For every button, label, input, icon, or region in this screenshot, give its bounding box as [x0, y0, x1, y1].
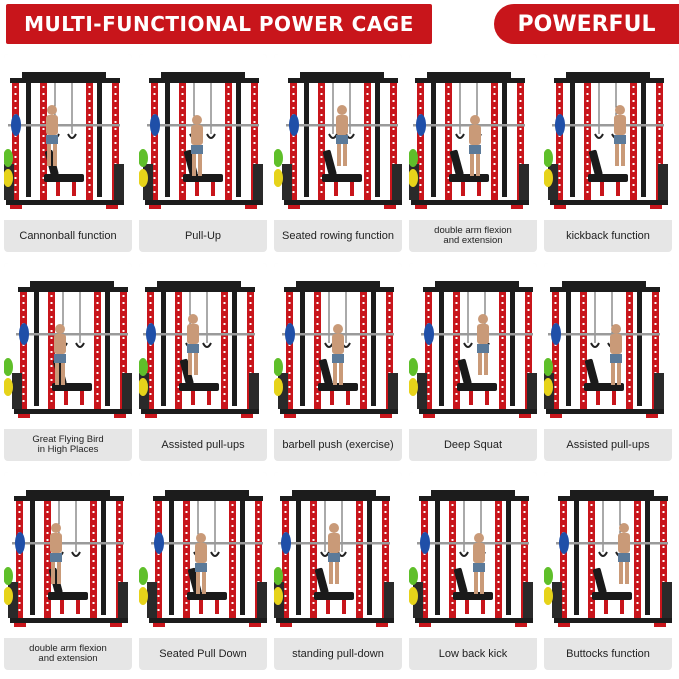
exercise-card: Assisted pull-ups	[544, 263, 672, 461]
exercise-grid: Cannonball function Pull-Up Seated rowin…	[4, 54, 676, 675]
power-cage-photo	[139, 472, 267, 638]
exercise-card: Buttocks function	[544, 472, 672, 670]
exercise-caption: Seated Pull Down	[139, 638, 267, 670]
exercise-caption: Buttocks function	[544, 638, 672, 670]
exercise-card: Seated Pull Down	[139, 472, 267, 670]
power-cage-photo	[274, 54, 402, 220]
exercise-caption: Assisted pull-ups	[139, 429, 267, 461]
power-cage-photo	[4, 54, 132, 220]
exercise-caption: Seated rowing function	[274, 220, 402, 252]
exercise-caption: Assisted pull-ups	[544, 429, 672, 461]
power-cage-illustration	[4, 281, 132, 418]
title-banner: MULTI-FUNCTIONAL POWER CAGE	[6, 4, 432, 44]
power-cage-photo	[544, 54, 672, 220]
power-cage-illustration	[274, 72, 402, 209]
power-cage-photo	[274, 472, 402, 638]
power-cage-photo	[409, 472, 537, 638]
powerful-badge: POWERFUL	[494, 4, 679, 44]
power-cage-photo	[4, 472, 132, 638]
exercise-caption: double arm flexion and extension	[4, 638, 132, 670]
exercise-card: double arm flexion and extension	[4, 472, 132, 670]
exercise-card: kickback function	[544, 54, 672, 252]
exercise-caption: Low back kick	[409, 638, 537, 670]
power-cage-illustration	[139, 281, 259, 418]
power-cage-photo	[139, 263, 267, 429]
power-cage-photo	[274, 263, 402, 429]
power-cage-illustration	[409, 490, 533, 627]
power-cage-illustration	[409, 281, 537, 418]
exercise-caption: Pull-Up	[139, 220, 267, 252]
power-cage-illustration	[544, 281, 664, 418]
power-cage-photo	[544, 263, 672, 429]
exercise-card: Assisted pull-ups	[139, 263, 267, 461]
exercise-caption: double arm flexion and extension	[409, 220, 537, 252]
power-cage-illustration	[139, 72, 263, 209]
exercise-card: Pull-Up	[139, 54, 267, 252]
power-cage-photo	[139, 54, 267, 220]
exercise-card: Seated rowing function	[274, 54, 402, 252]
exercise-caption: kickback function	[544, 220, 672, 252]
power-cage-illustration	[544, 72, 668, 209]
power-cage-illustration	[4, 490, 128, 627]
power-cage-illustration	[544, 490, 672, 627]
power-cage-illustration	[274, 281, 398, 418]
exercise-caption: Deep Squat	[409, 429, 537, 461]
power-cage-photo	[4, 263, 132, 429]
exercise-caption: Cannonball function	[4, 220, 132, 252]
power-cage-illustration	[139, 490, 267, 627]
exercise-card: Deep Squat	[409, 263, 537, 461]
exercise-caption: Great Flying Bird in High Places	[4, 429, 132, 461]
exercise-card: Cannonball function	[4, 54, 132, 252]
power-cage-illustration	[4, 72, 124, 209]
exercise-card: barbell push (exercise)	[274, 263, 402, 461]
exercise-card: double arm flexion and extension	[409, 54, 537, 252]
page-title: MULTI-FUNCTIONAL POWER CAGE	[24, 12, 414, 36]
exercise-card: Low back kick	[409, 472, 537, 670]
power-cage-photo	[409, 263, 537, 429]
exercise-caption: standing pull-down	[274, 638, 402, 670]
power-cage-photo	[409, 54, 537, 220]
badge-text: POWERFUL	[517, 11, 656, 37]
exercise-card: standing pull-down	[274, 472, 402, 670]
power-cage-illustration	[409, 72, 529, 209]
power-cage-illustration	[274, 490, 394, 627]
exercise-card: Great Flying Bird in High Places	[4, 263, 132, 461]
exercise-caption: barbell push (exercise)	[274, 429, 402, 461]
power-cage-photo	[544, 472, 672, 638]
